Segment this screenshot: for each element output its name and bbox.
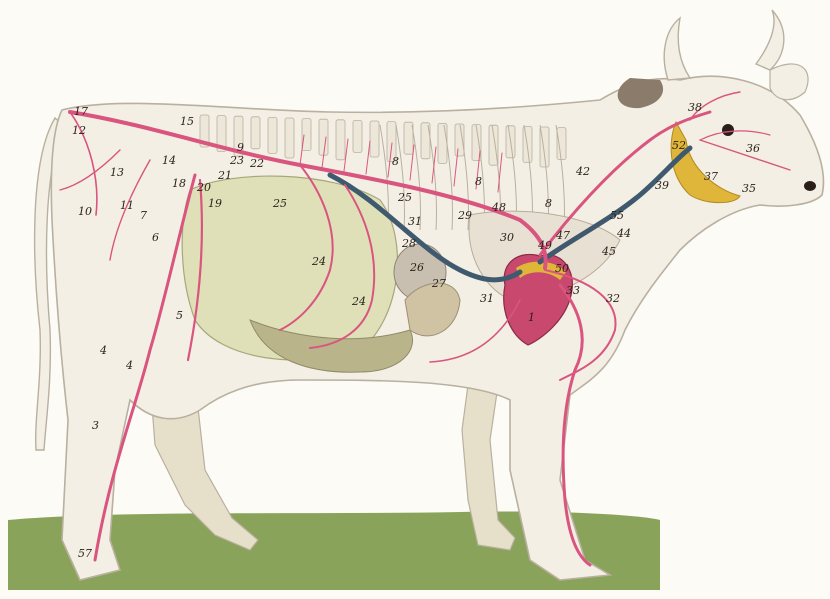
vertebra <box>404 122 413 154</box>
label-9: 9 <box>237 142 244 153</box>
label-30: 30 <box>500 232 514 243</box>
ear-right <box>770 64 808 100</box>
label-55: 55 <box>610 210 624 221</box>
label-3: 3 <box>92 420 99 431</box>
label-36: 36 <box>746 143 760 154</box>
label-57: 57 <box>78 548 92 559</box>
vertebra <box>370 121 379 157</box>
label-31a: 31 <box>408 216 422 227</box>
label-49: 49 <box>538 240 552 251</box>
label-50: 50 <box>555 263 569 274</box>
label-39: 39 <box>655 180 669 191</box>
label-28: 28 <box>402 238 416 249</box>
label-12: 12 <box>72 125 86 136</box>
label-21: 21 <box>218 170 232 181</box>
label-14: 14 <box>162 155 176 166</box>
label-42: 42 <box>576 166 590 177</box>
label-31b: 31 <box>480 293 494 304</box>
vertebra <box>302 119 311 151</box>
label-1: 1 <box>528 312 535 323</box>
eye <box>722 124 734 136</box>
vertebra <box>557 128 566 160</box>
label-8b: 8 <box>475 176 482 187</box>
label-35: 35 <box>742 183 756 194</box>
label-6: 6 <box>152 232 159 243</box>
label-37: 37 <box>704 171 718 182</box>
label-8c: 8 <box>545 198 552 209</box>
label-38: 38 <box>688 102 702 113</box>
horn-left <box>664 18 690 80</box>
label-25b: 25 <box>398 192 412 203</box>
label-22: 22 <box>250 158 264 169</box>
label-25a: 25 <box>273 198 287 209</box>
label-45: 45 <box>602 246 616 257</box>
label-4a: 4 <box>100 345 107 356</box>
vertebra <box>353 120 362 152</box>
label-33: 33 <box>566 285 580 296</box>
label-52: 52 <box>672 140 686 151</box>
label-7: 7 <box>140 210 147 221</box>
horn-right <box>756 10 784 70</box>
label-5: 5 <box>176 310 183 321</box>
vertebra <box>268 117 277 153</box>
label-32: 32 <box>606 293 620 304</box>
label-29: 29 <box>458 210 472 221</box>
vertebra <box>285 118 294 158</box>
nostril <box>804 181 816 191</box>
vertebra <box>438 123 447 163</box>
label-8a: 8 <box>392 156 399 167</box>
label-13: 13 <box>110 167 124 178</box>
label-15: 15 <box>180 116 194 127</box>
label-10: 10 <box>78 206 92 217</box>
label-11: 11 <box>120 200 134 211</box>
label-48: 48 <box>492 202 506 213</box>
label-23: 23 <box>230 155 244 166</box>
label-17: 17 <box>74 106 88 117</box>
label-4b: 4 <box>126 360 133 371</box>
label-19: 19 <box>208 198 222 209</box>
vertebra <box>251 117 260 149</box>
label-24a: 24 <box>312 256 326 267</box>
label-44: 44 <box>617 228 631 239</box>
label-26: 26 <box>410 262 424 273</box>
label-47: 47 <box>556 230 570 241</box>
label-27: 27 <box>432 278 446 289</box>
label-18: 18 <box>172 178 186 189</box>
vertebra <box>336 120 345 160</box>
label-20: 20 <box>197 182 211 193</box>
vertebra <box>319 119 328 155</box>
label-24b: 24 <box>352 296 366 307</box>
